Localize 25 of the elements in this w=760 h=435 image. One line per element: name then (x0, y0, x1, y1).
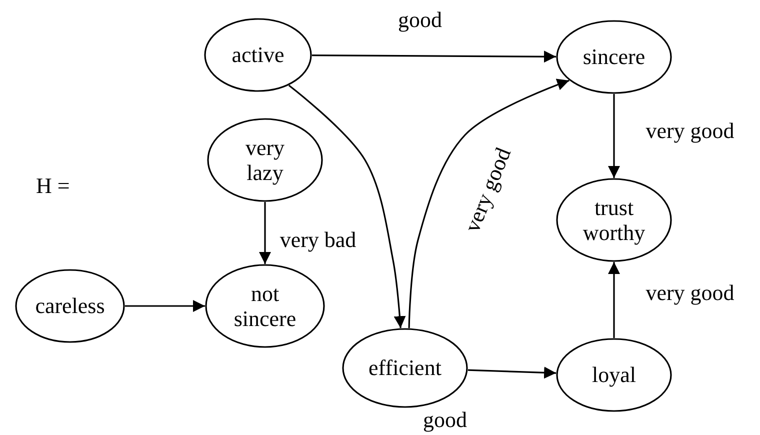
node-label: sincere (582, 44, 646, 70)
ellipse-node (205, 264, 325, 348)
node-label: careless (34, 293, 106, 319)
node-label: loyal (591, 362, 637, 388)
ellipse-node (556, 178, 672, 262)
ellipse-node (207, 118, 323, 202)
arrow (408, 78, 570, 328)
ellipse-node (342, 328, 468, 408)
node-label: very lazy (244, 134, 286, 186)
arrow (468, 366, 556, 379)
ellipse-node (556, 338, 672, 412)
arrow (312, 50, 556, 63)
node-label: active (230, 42, 286, 68)
arrow (608, 94, 620, 178)
arrow (259, 202, 271, 264)
node-label: trust worthy (582, 194, 646, 246)
ellipse-node (15, 269, 125, 343)
node-label: efficient (368, 355, 442, 381)
arrow (608, 262, 620, 338)
ellipse-node (556, 20, 672, 94)
equation-label: H = (36, 173, 70, 199)
ellipse-node (204, 18, 312, 92)
arrow (288, 84, 406, 328)
node-label: not sincere (232, 280, 298, 332)
arrow (125, 300, 205, 312)
